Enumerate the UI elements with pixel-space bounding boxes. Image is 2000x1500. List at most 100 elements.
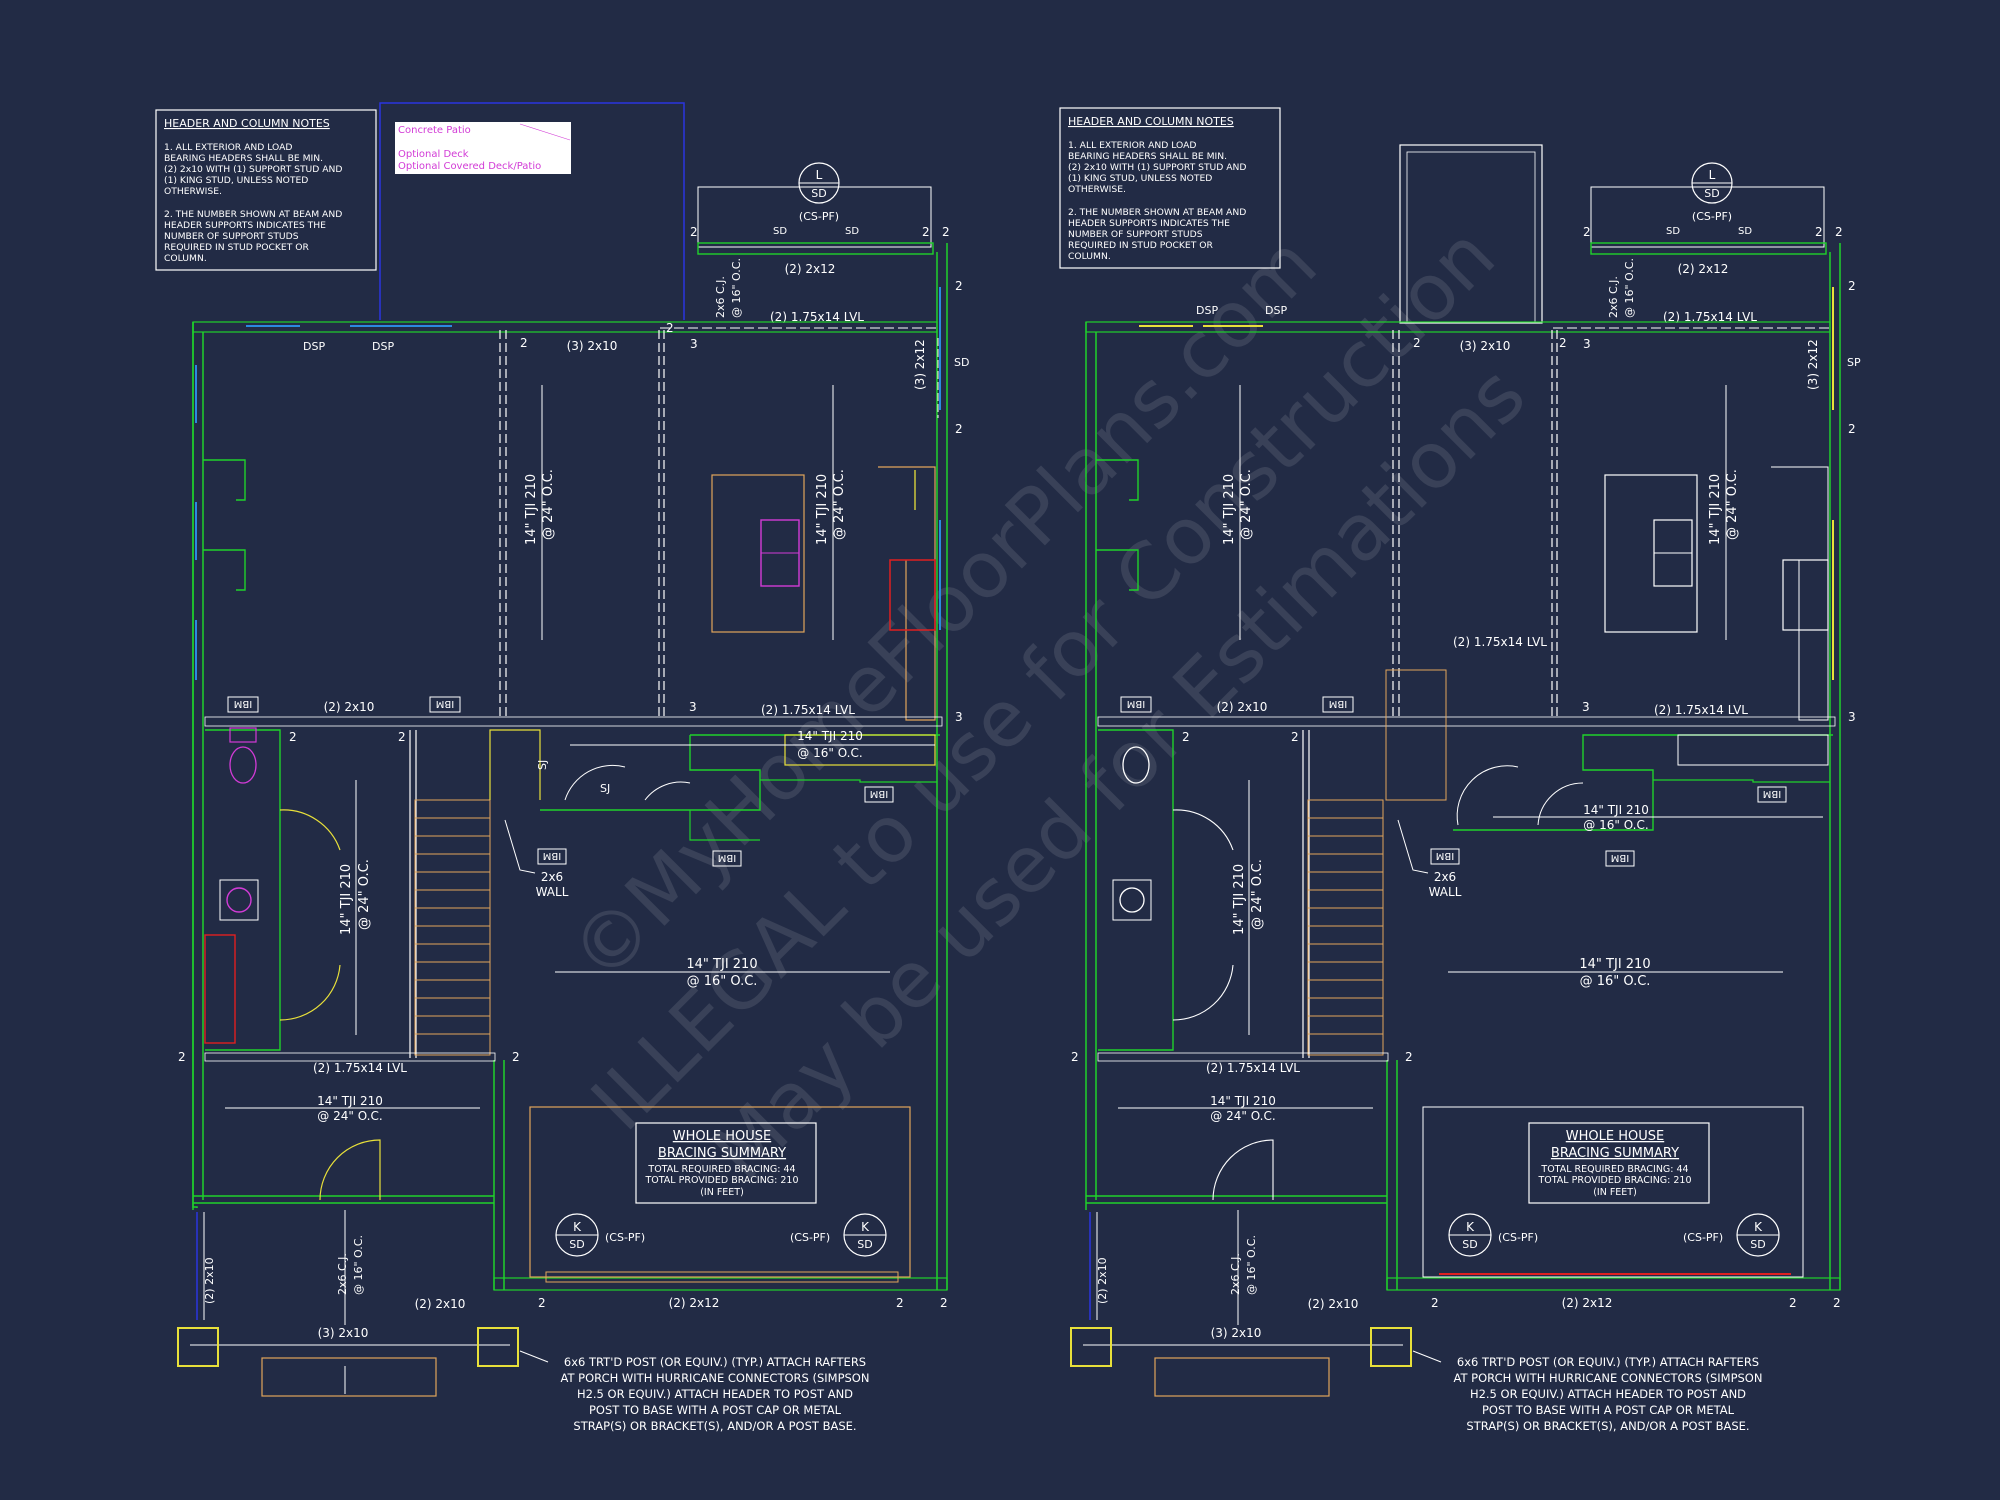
note-line: 2. THE NUMBER SHOWN AT BEAM AND <box>1068 207 1246 218</box>
joist-label: 14" TJI 210 <box>339 864 354 935</box>
joist-spacing: @ 24" O.C. <box>317 1109 382 1123</box>
joist-spacing: @ 16" O.C. <box>1580 974 1651 989</box>
section-sd: SD <box>1704 187 1719 200</box>
section-sd: SD <box>811 187 826 200</box>
stud-count: 3 <box>689 700 697 714</box>
stud-count: 2 <box>1583 225 1591 239</box>
joist-label: 14" TJI 210 <box>815 474 830 545</box>
joist-label: 14" TJI 210 <box>1579 957 1650 972</box>
post-note-line: 6x6 TRT'D POST (OR EQUIV.) (TYP.) ATTACH… <box>564 1355 866 1369</box>
joist-label: 14" TJI 210 <box>797 729 863 743</box>
stud-count: 3 <box>955 710 963 724</box>
ibm-label: IBM <box>1763 788 1781 799</box>
stud-count: 2 <box>1835 225 1843 239</box>
section-sd: SD <box>857 1238 872 1251</box>
notes-title: HEADER AND COLUMN NOTES <box>1068 115 1234 128</box>
lvl-header: (2) 1.75x14 LVL <box>313 1061 407 1075</box>
note-line: COLUMN. <box>164 253 207 264</box>
post-note-line: AT PORCH WITH HURRICANE CONNECTORS (SIMP… <box>1454 1371 1763 1385</box>
stud-count: 2 <box>922 225 930 239</box>
stud-count: 2 <box>1848 279 1856 293</box>
post-note-line: 6x6 TRT'D POST (OR EQUIV.) (TYP.) ATTACH… <box>1457 1355 1759 1369</box>
lvl-header: (2) 1.75x14 LVL <box>761 703 855 717</box>
joist-label: 14" TJI 210 <box>1708 474 1723 545</box>
notes-title: HEADER AND COLUMN NOTES <box>164 117 330 130</box>
note-line: (2) 2x10 WITH (1) SUPPORT STUD AND <box>1068 162 1247 173</box>
cs-pf-label: (CS-PF) <box>1683 1231 1723 1244</box>
legend-optional-deck: Optional Deck <box>398 149 469 160</box>
stud-count: 2 <box>1413 336 1421 350</box>
bracing-required: TOTAL REQUIRED BRACING: 44 <box>1540 1164 1688 1175</box>
section-sd: SD <box>1462 1238 1477 1251</box>
joist-spacing: @ 16" O.C. <box>797 746 862 760</box>
legend-optional-covered-deck: Optional Covered Deck/Patio <box>398 161 541 172</box>
dsp-label: DSP <box>303 340 325 353</box>
joist-label: 14" TJI 210 <box>524 474 539 545</box>
bracing-title: BRACING SUMMARY <box>658 1146 786 1161</box>
front-steps <box>261 1357 437 1397</box>
sj-label: SJ <box>536 760 549 770</box>
dsp-label: DSP <box>372 340 394 353</box>
header-2x10: (2) 2x10 <box>415 1297 466 1311</box>
wall-label-1: 2x6 <box>1434 870 1456 884</box>
dsp-label: DSP <box>1196 304 1218 317</box>
note-line: (2) 2x10 WITH (1) SUPPORT STUD AND <box>164 164 343 175</box>
note-line: BEARING HEADERS SHALL BE MIN. <box>164 153 323 164</box>
header-3x10: (3) 2x10 <box>567 339 618 353</box>
note-line: 2. THE NUMBER SHOWN AT BEAM AND <box>164 209 342 220</box>
header-2x10: (2) 2x10 <box>1308 1297 1359 1311</box>
cs-pf-label: (CS-PF) <box>1692 210 1732 223</box>
note-line: OTHERWISE. <box>164 186 222 197</box>
stud-count: 2 <box>896 1296 904 1310</box>
note-line: REQUIRED IN STUD POCKET OR <box>1068 240 1213 251</box>
lvl-header: (2) 1.75x14 LVL <box>1654 703 1748 717</box>
cj-spacing: @ 16" O.C. <box>1623 258 1636 318</box>
ibm-label: IBM <box>543 850 561 861</box>
section-k: K <box>1754 1220 1763 1234</box>
stud-count: 3 <box>1583 337 1591 351</box>
right-floor-plan: HEADER AND COLUMN NOTES 1. ALL EXTERIOR … <box>1059 107 1861 1433</box>
stud-count: 2 <box>1405 1050 1413 1064</box>
notes-box <box>155 109 377 271</box>
joist-label: 14" TJI 210 <box>317 1094 383 1108</box>
note-line: OTHERWISE. <box>1068 184 1126 195</box>
stud-count: 2 <box>1291 730 1299 744</box>
cj-label: 2x6 C.J. <box>1607 276 1620 318</box>
section-sd: SD <box>1750 1238 1765 1251</box>
post-note-line: POST TO BASE WITH A POST CAP OR METAL <box>1482 1403 1735 1417</box>
post-note-line: STRAP(S) OR BRACKET(S), AND/OR A POST BA… <box>1466 1419 1749 1433</box>
header-2x12: (2) 2x12 <box>1678 262 1729 276</box>
header-3x10: (3) 2x10 <box>1460 339 1511 353</box>
section-k: K <box>573 1220 582 1234</box>
section-letter: L <box>816 168 823 182</box>
sd-label: SD <box>1666 226 1680 237</box>
cj-label: 2x6 C.J. <box>336 1253 349 1295</box>
joist-label: 14" TJI 210 <box>1222 474 1237 545</box>
section-k: K <box>1466 1220 1475 1234</box>
stud-count: 2 <box>1071 1050 1079 1064</box>
joist-spacing: @ 24" O.C. <box>1725 469 1740 540</box>
sd-label: SD <box>845 226 859 237</box>
bracing-title: BRACING SUMMARY <box>1551 1146 1679 1161</box>
stud-count: 2 <box>940 1296 948 1310</box>
lvl-header: (2) 1.75x14 LVL <box>1206 1061 1300 1075</box>
stud-count: 2 <box>942 225 950 239</box>
post-note-line: POST TO BASE WITH A POST CAP OR METAL <box>589 1403 842 1417</box>
stud-count: 2 <box>955 422 963 436</box>
notes-box <box>1059 107 1281 269</box>
bracing-provided: TOTAL PROVIDED BRACING: 210 <box>644 1175 798 1186</box>
stud-count: 2 <box>690 225 698 239</box>
stud-count: 2 <box>289 730 297 744</box>
sj-label: SJ <box>600 782 610 795</box>
wall-label-2: WALL <box>1429 885 1462 899</box>
note-line: HEADER SUPPORTS INDICATES THE <box>164 220 326 231</box>
stud-count: 2 <box>1182 730 1190 744</box>
sp-label: SP <box>1847 356 1861 369</box>
lvl-header: (2) 1.75x14 LVL <box>1663 310 1757 324</box>
post-note-line: H2.5 OR EQUIV.) ATTACH HEADER TO POST AN… <box>1470 1387 1746 1401</box>
note-line: REQUIRED IN STUD POCKET OR <box>164 242 309 253</box>
bracing-unit: (IN FEET) <box>1593 1187 1637 1198</box>
header-2x12: (2) 2x12 <box>785 262 836 276</box>
sd-label: SD <box>773 226 787 237</box>
